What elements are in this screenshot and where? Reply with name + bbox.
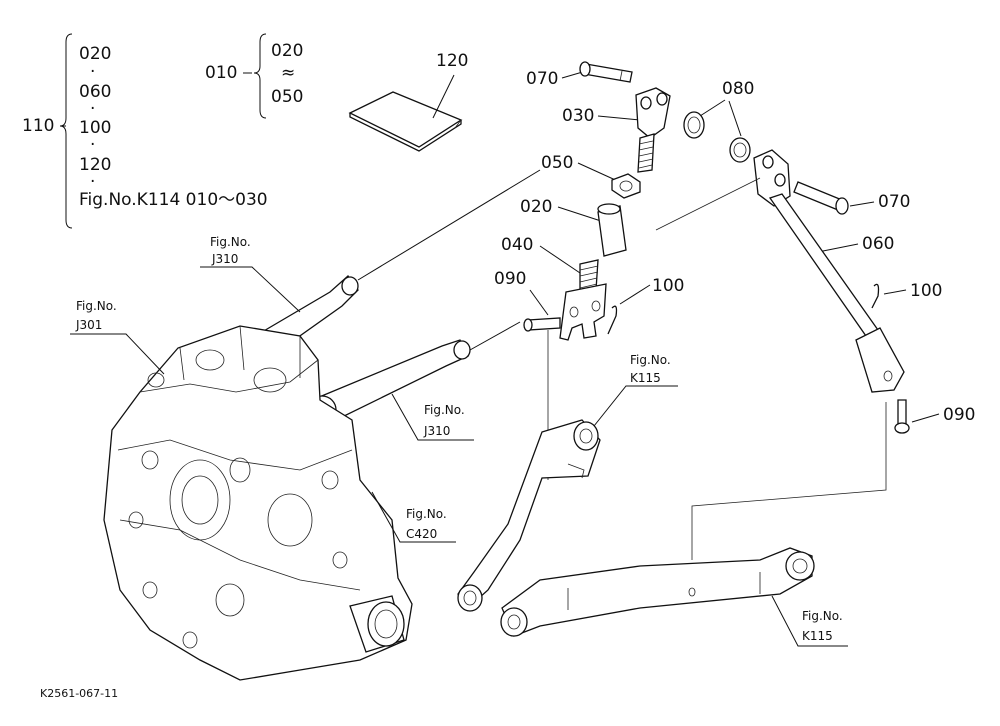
ref-j310-top: Fig.No. J310 (200, 235, 301, 313)
part-050-nut (611, 173, 641, 199)
legend-separator: · (90, 135, 95, 155)
callout-050-label: 050 (541, 153, 573, 173)
legend-010-from: 020 (271, 41, 303, 61)
part-080-washer-a (683, 111, 705, 139)
legend-separator: · (90, 62, 95, 82)
legend-110-item-1: 020 (79, 44, 111, 64)
legend-010-tilde: ≈ (281, 63, 295, 83)
legend-group-110: 110 020 · 060 · 100 · 120 · Fig.No.K114 … (22, 33, 268, 229)
part-top-link-upper (260, 169, 541, 351)
legend-010-to: 050 (271, 87, 303, 107)
callout-050: 050 (541, 153, 623, 184)
part-top-link-lower (307, 321, 521, 425)
callout-040-label: 040 (501, 235, 533, 255)
part-transmission-housing (103, 325, 413, 681)
legend-010-label: 010 (205, 63, 237, 83)
callout-100-left: 100 (619, 276, 684, 305)
ref-k115-bottom-line1: Fig.No. (802, 609, 843, 623)
legend-110-item-3: 100 (79, 118, 111, 138)
ref-c420-line1: Fig.No. (406, 507, 447, 521)
ref-k115-top: Fig.No. K115 (593, 353, 678, 427)
callout-070-top: 070 (526, 69, 587, 89)
callout-080-label: 080 (722, 79, 754, 99)
ref-k115-top-line1: Fig.No. (630, 353, 671, 367)
legend-110-label: 110 (22, 116, 54, 136)
callout-060: 060 (817, 234, 894, 254)
legend-110-item-5: Fig.No.K114 010〜030 (79, 190, 268, 210)
part-060-lift-rod (753, 149, 905, 393)
callout-060-label: 060 (862, 234, 894, 254)
callout-030-label: 030 (562, 106, 594, 126)
legend-110-item-2: 060 (79, 82, 111, 102)
callout-120: 120 (436, 51, 468, 71)
ref-j301: Fig.No. J301 (70, 299, 165, 375)
part-040-lower-yoke (559, 259, 607, 341)
ref-j310-mid: Fig.No. J310 (391, 393, 474, 441)
ref-j310-mid-line2: J310 (423, 424, 450, 438)
part-100-cotter-left (607, 305, 618, 335)
callout-090-left: 090 (494, 269, 549, 316)
legend-separator: · (90, 99, 95, 119)
callout-090-right: 090 (911, 405, 975, 425)
callout-040: 040 (501, 235, 584, 276)
callout-100-left-label: 100 (652, 276, 684, 296)
callout-090-right-label: 090 (943, 405, 975, 425)
callout-090-left-label: 090 (494, 269, 526, 289)
legend-110-item-4: 120 (79, 155, 111, 175)
callout-100-right-label: 100 (910, 281, 942, 301)
part-030-yoke (635, 87, 671, 173)
part-020-sleeve (597, 203, 627, 257)
callout-080: 080 (699, 79, 754, 137)
part-lower-link-lower (500, 547, 815, 637)
part-090-pin-right (894, 399, 910, 434)
ref-k115-bottom: Fig.No. K115 (771, 595, 848, 647)
ref-j310-top-line2: J310 (211, 252, 238, 266)
part-100-cotter-right (871, 283, 880, 309)
part-090-pin-left (523, 317, 561, 332)
ref-j301-line1: Fig.No. (76, 299, 117, 313)
callout-070-top-label: 070 (526, 69, 558, 89)
callout-020: 020 (520, 197, 605, 223)
ref-k115-top-line2: K115 (630, 371, 661, 385)
ref-j310-mid-line1: Fig.No. (424, 403, 465, 417)
ref-c420: Fig.No. C420 (371, 491, 456, 543)
legend-separator: · (90, 172, 95, 192)
part-lower-link-upper (457, 419, 601, 612)
callout-020-label: 020 (520, 197, 552, 217)
part-120-sheet: 120 (348, 51, 468, 152)
callout-070-right: 070 (849, 192, 910, 212)
ref-k115-bottom-line2: K115 (802, 629, 833, 643)
part-070-pin-top (579, 61, 633, 83)
ref-c420-line2: C420 (406, 527, 437, 541)
part-080-washer-b (729, 137, 751, 163)
ref-j310-top-line1: Fig.No. (210, 235, 251, 249)
callout-030: 030 (562, 106, 641, 126)
drawing-code: K2561-067-11 (40, 687, 118, 700)
ref-j301-line2: J301 (75, 318, 102, 332)
part-070-pin-right (793, 181, 849, 215)
legend-group-010: 010 020 ≈ 050 (205, 33, 303, 119)
callout-070-right-label: 070 (878, 192, 910, 212)
callout-100-right: 100 (883, 281, 942, 301)
